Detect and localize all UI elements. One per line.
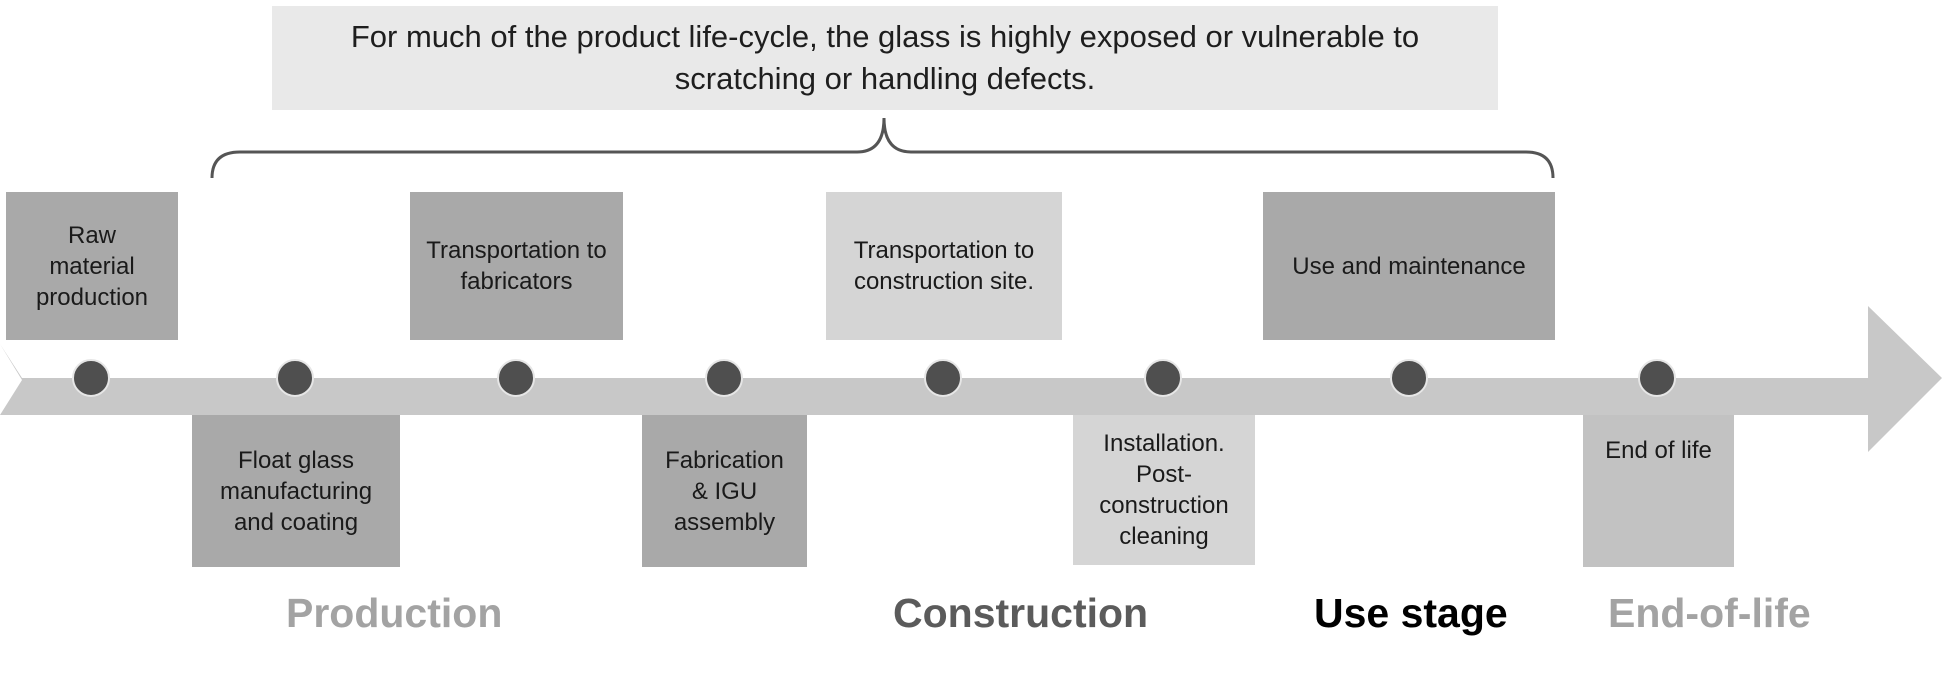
stage-end-of-life: End of life	[1583, 415, 1734, 567]
timeline-dot	[1390, 359, 1428, 397]
phase-use-stage: Use stage	[1314, 590, 1508, 637]
curly-brace	[210, 117, 1555, 179]
callout-text: For much of the product life-cycle, the …	[350, 19, 1420, 96]
phase-label: Construction	[893, 590, 1149, 636]
stage-transport-site: Transportation to construction site.	[826, 192, 1062, 340]
stage-label: Float glass manufacturing and coating	[219, 446, 373, 536]
phase-production: Production	[286, 590, 502, 637]
phase-label: End-of-life	[1608, 590, 1811, 636]
timeline-dot	[276, 359, 314, 397]
stage-label: Installation. Post-construction cleaning	[1099, 430, 1229, 550]
phase-construction: Construction	[893, 590, 1148, 637]
timeline-dot	[924, 359, 962, 397]
stage-label: Transportation to construction site.	[853, 237, 1035, 295]
timeline-dot	[705, 359, 743, 397]
stage-fabrication: Fabrication & IGU assembly	[642, 415, 807, 567]
timeline-arrow	[0, 306, 1942, 452]
stage-transport-fabricators: Transportation to fabricators	[410, 192, 623, 340]
stage-use-maintenance: Use and maintenance	[1263, 192, 1555, 340]
stage-label: Transportation to fabricators	[426, 237, 607, 295]
stage-raw-material: Raw material production	[6, 192, 178, 340]
phase-label: Production	[286, 590, 503, 636]
stage-label: Use and maintenance	[1292, 252, 1526, 280]
stage-label: Fabrication & IGU assembly	[665, 446, 784, 536]
timeline-dot	[497, 359, 535, 397]
phase-label: Use stage	[1314, 590, 1508, 636]
stage-float-glass: Float glass manufacturing and coating	[192, 415, 400, 567]
stage-installation: Installation. Post-construction cleaning	[1073, 415, 1255, 565]
stage-label: End of life	[1605, 437, 1712, 464]
stage-label: Raw material production	[35, 221, 149, 311]
timeline-dot	[1144, 359, 1182, 397]
callout-box: For much of the product life-cycle, the …	[272, 6, 1498, 110]
timeline-dot	[1638, 359, 1676, 397]
timeline-dot	[72, 359, 110, 397]
phase-end-of-life: End-of-life	[1608, 590, 1811, 637]
